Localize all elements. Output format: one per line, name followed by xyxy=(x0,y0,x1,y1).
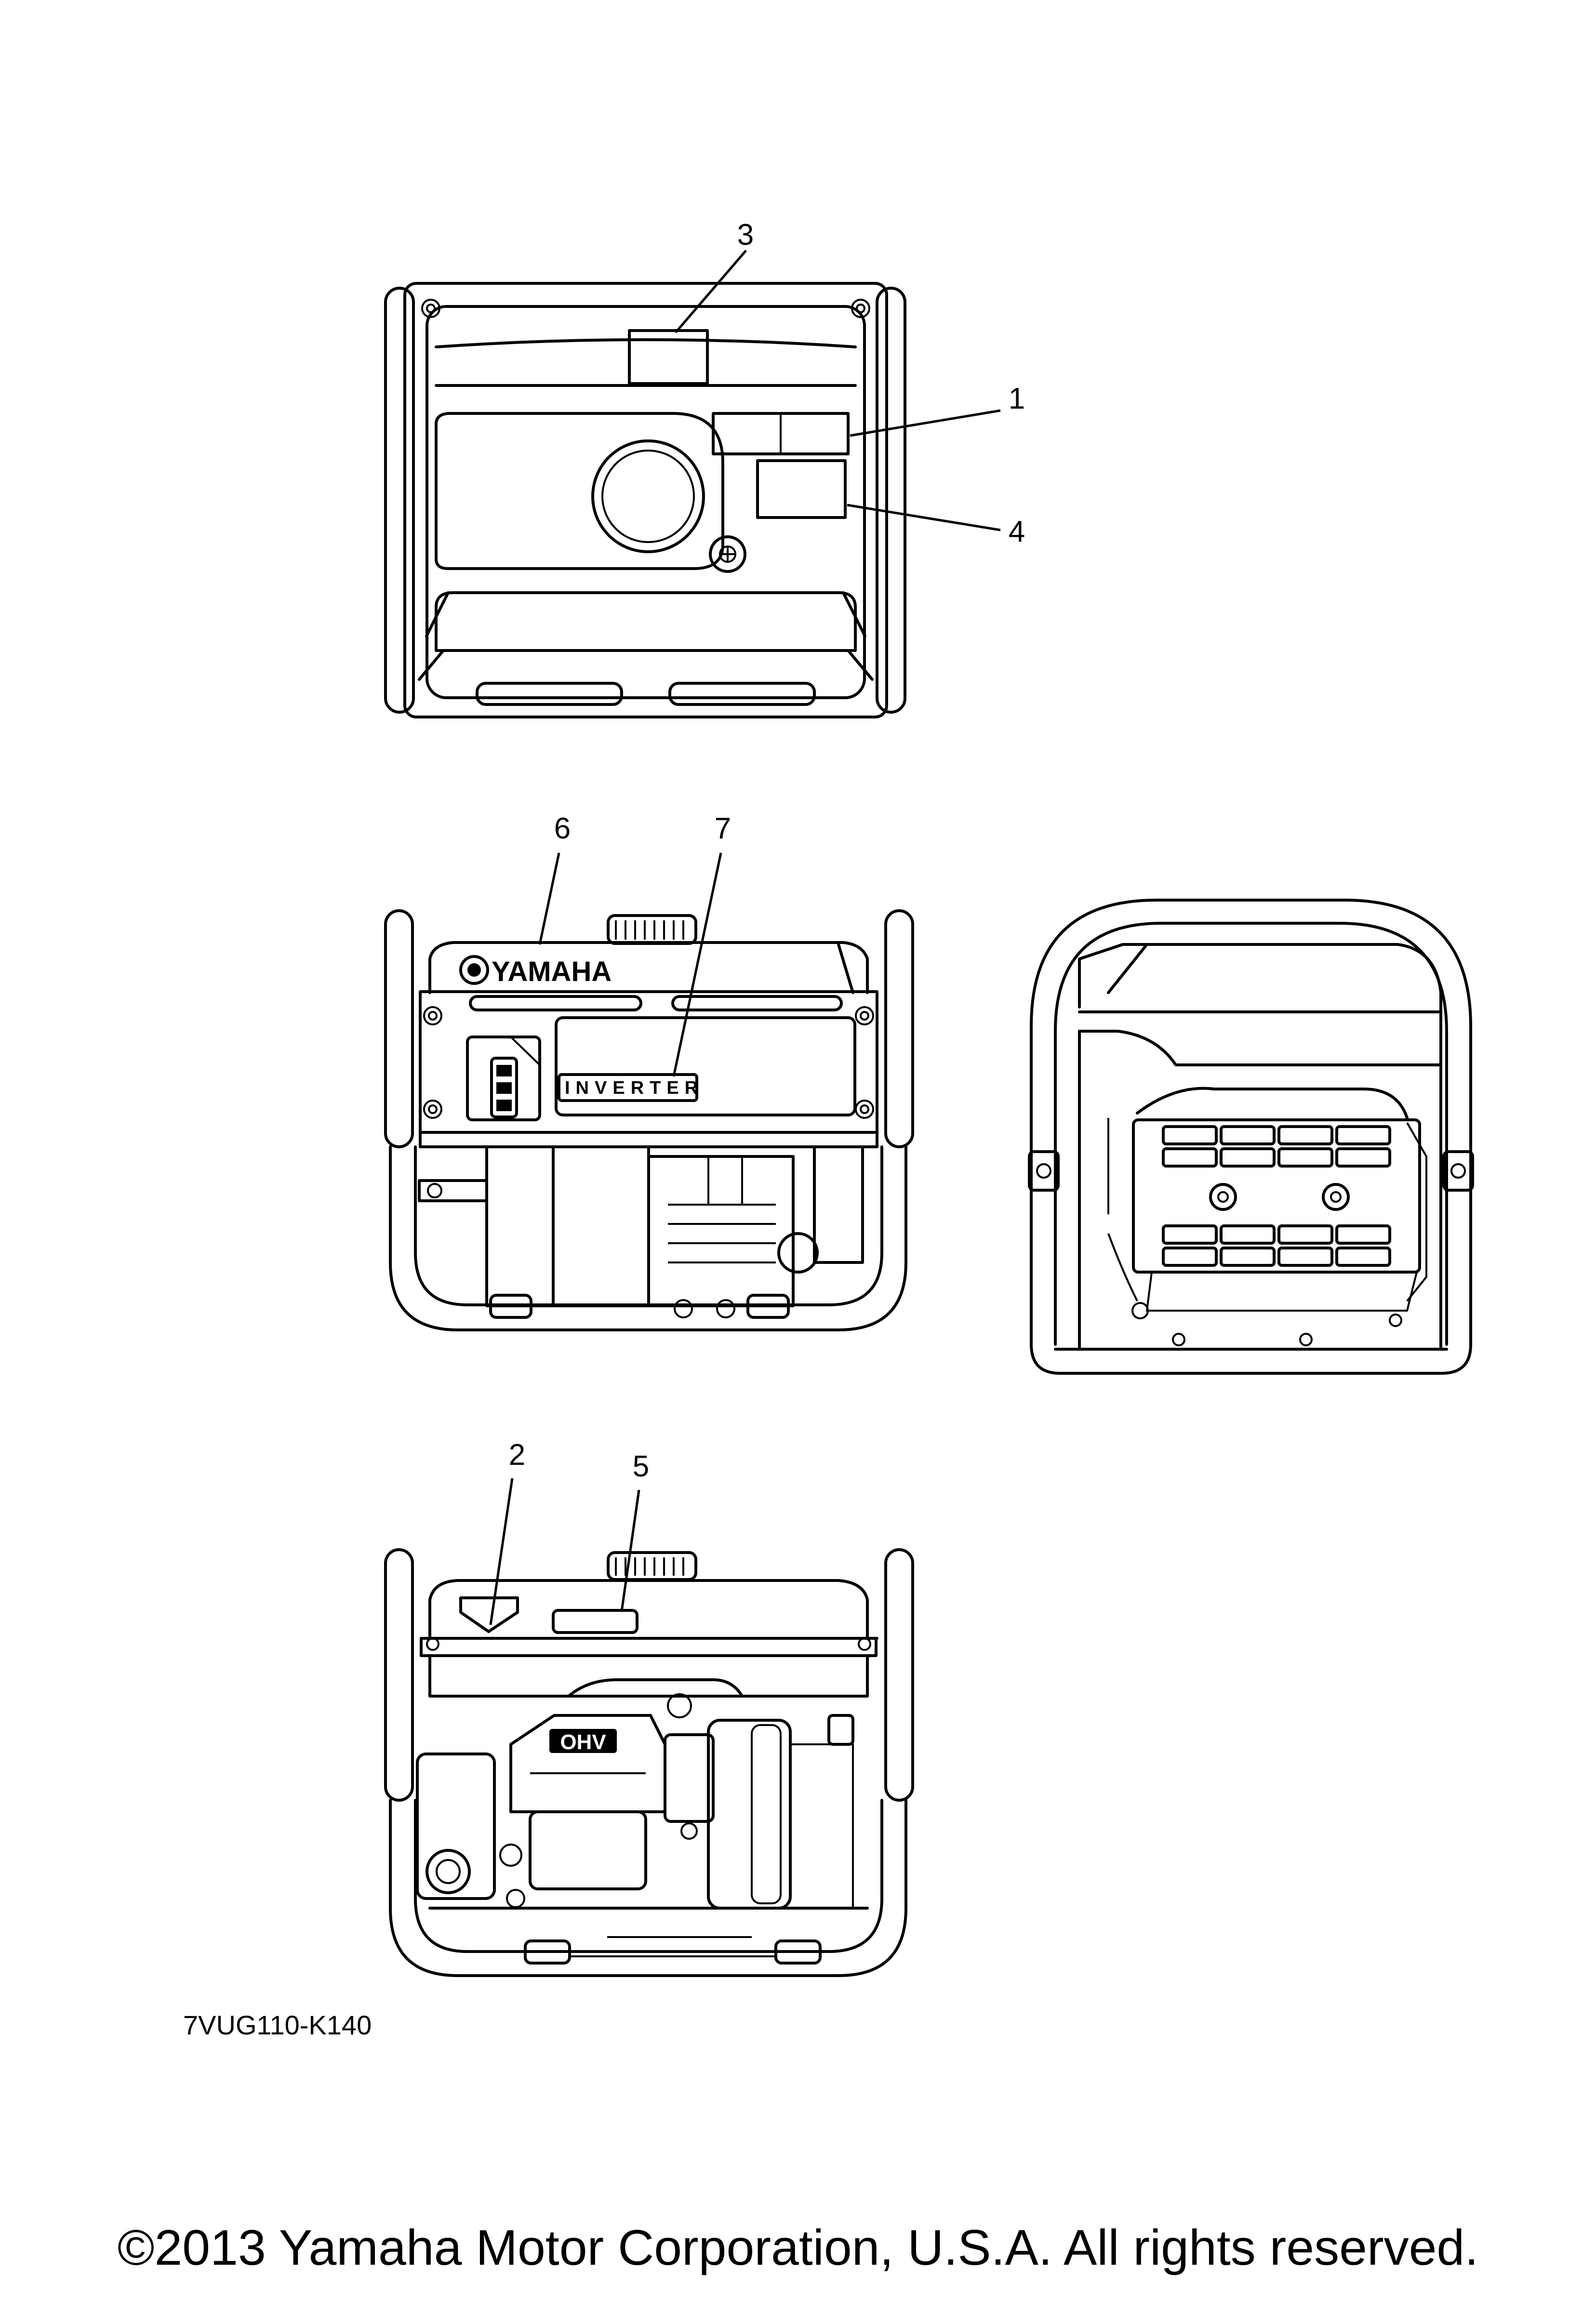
copyright-notice: ©2013 Yamaha Motor Corporation, U.S.A. A… xyxy=(118,2220,1478,2276)
outlet-row-top xyxy=(1162,1125,1391,1168)
callout-3: 3 xyxy=(737,218,754,252)
callout-2: 2 xyxy=(509,1438,525,1472)
engine-label: OHV xyxy=(560,1730,606,1754)
generator-rear-view xyxy=(384,282,906,718)
callout-1: 1 xyxy=(1009,382,1025,415)
callout-6: 6 xyxy=(554,812,571,845)
callout-4: 4 xyxy=(1009,515,1025,548)
generator-front-view: YAMAHA INVERTER xyxy=(384,909,914,1331)
generator-engine-view: OHV xyxy=(384,1548,914,1977)
callout-7: 7 xyxy=(715,812,731,845)
brand-label: YAMAHA xyxy=(492,956,612,987)
outlet-row-bottom xyxy=(1162,1224,1391,1267)
generator-side-view xyxy=(1028,899,1474,1375)
figure-code: 7VUG110-K140 xyxy=(183,2010,372,2040)
inverter-label: INVERTER xyxy=(565,1078,704,1098)
callout-5: 5 xyxy=(633,1450,649,1483)
